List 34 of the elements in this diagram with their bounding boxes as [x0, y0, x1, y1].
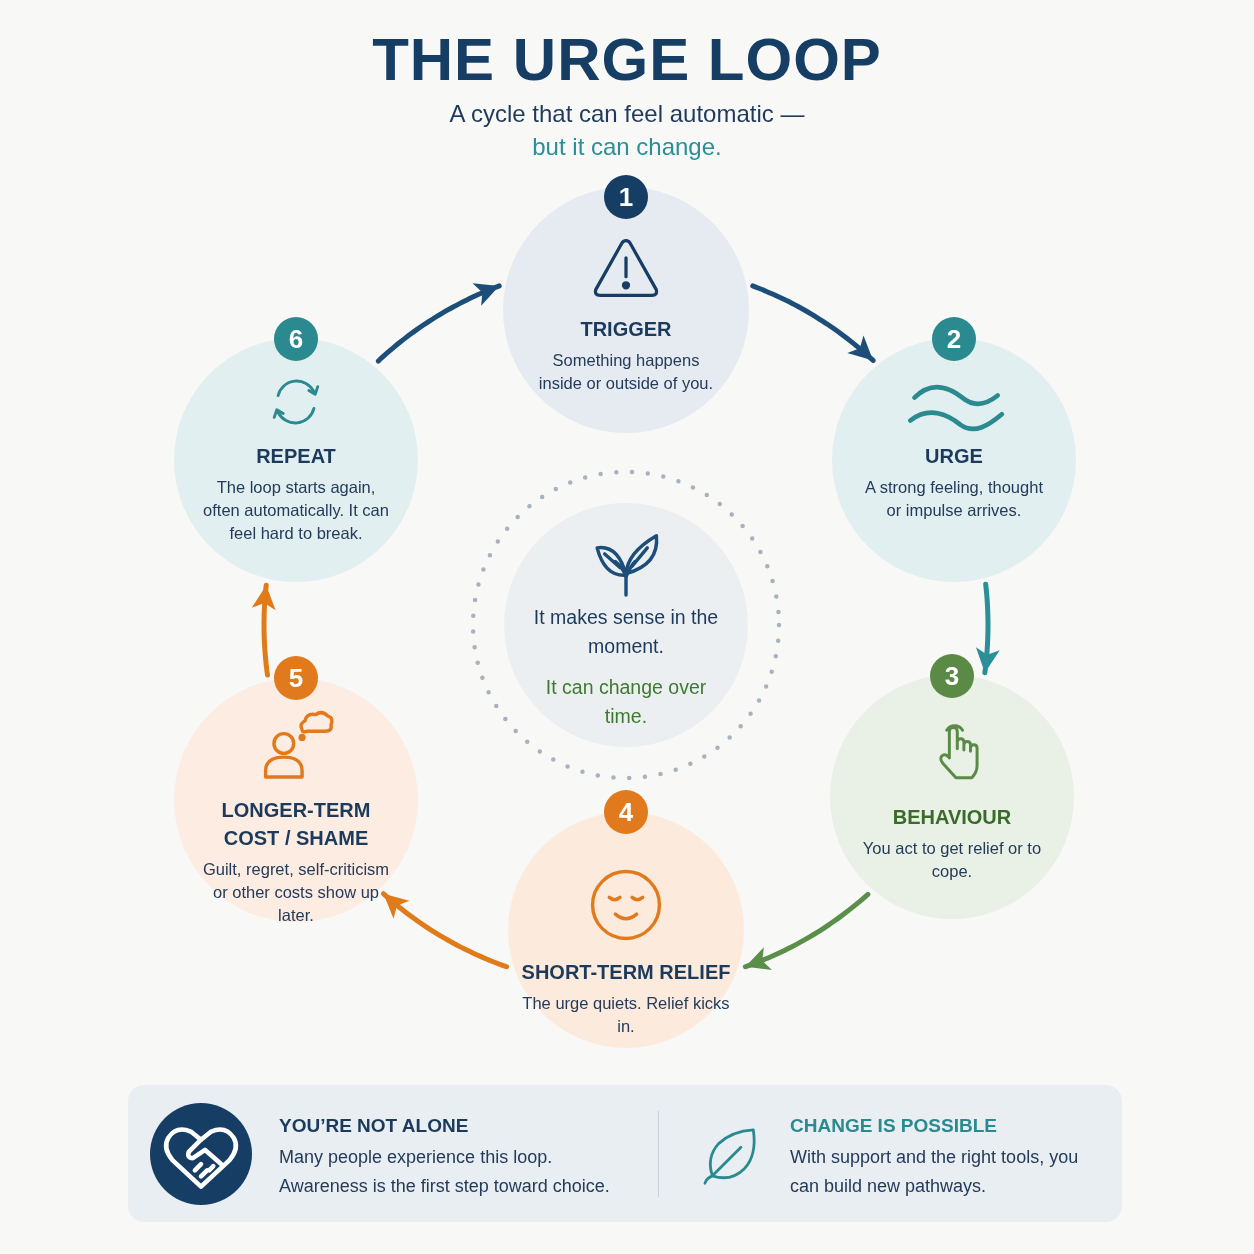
card-text: Many people experience this loop. Awareness is the first step toward choice. — [279, 1146, 611, 1198]
step-description: A strong feeling, thought or impulse arrives. — [864, 477, 1044, 521]
arrow — [375, 283, 502, 364]
step-number: 6 — [274, 317, 318, 361]
card-heading: YOU’RE NOT ALONE — [279, 1114, 470, 1138]
arrow — [251, 582, 276, 678]
step-heading: SHORT-TERM RELIEF — [521, 960, 731, 985]
subtitle: A cycle that can feel automatic — — [448, 99, 806, 129]
arrow — [742, 891, 871, 970]
step-heading: TRIGGER — [580, 317, 672, 342]
subtitle: but it can change. — [531, 132, 723, 162]
step-heading: REPEAT — [256, 444, 336, 469]
step-description: The loop starts again, often automatically. It can feel hard to break. — [202, 477, 390, 544]
card-heading: CHANGE IS POSSIBLE — [790, 1114, 998, 1138]
step-number: 2 — [932, 317, 976, 361]
step-heading: URGE — [925, 444, 983, 469]
step-number: 3 — [930, 654, 974, 698]
arrow — [381, 891, 510, 970]
card-text: With support and the right tools, you can build new pathways. — [790, 1146, 1080, 1198]
arrow — [750, 283, 876, 363]
step-heading: BEHAVIOUR — [892, 805, 1012, 830]
center-text: It can change over time. — [544, 675, 708, 729]
step-number: 4 — [604, 790, 648, 834]
step-description: You act to get relief or to cope. — [861, 838, 1043, 882]
center-text: It makes sense in the moment. — [532, 605, 720, 659]
info-card — [128, 1085, 1122, 1222]
title: THE URGE LOOP — [371, 25, 883, 95]
step-description: Guilt, regret, self-criticism or other costs show up later. — [201, 859, 391, 926]
step-number: 5 — [274, 656, 318, 700]
step-number: 1 — [604, 175, 648, 219]
step-description: The urge quiets. Relief kicks in. — [521, 993, 731, 1037]
arrow — [975, 581, 1000, 676]
step-heading: LONGER-TERM COST / SHAME — [220, 798, 372, 851]
step-description: Something happens inside or outside of you. — [537, 350, 715, 394]
